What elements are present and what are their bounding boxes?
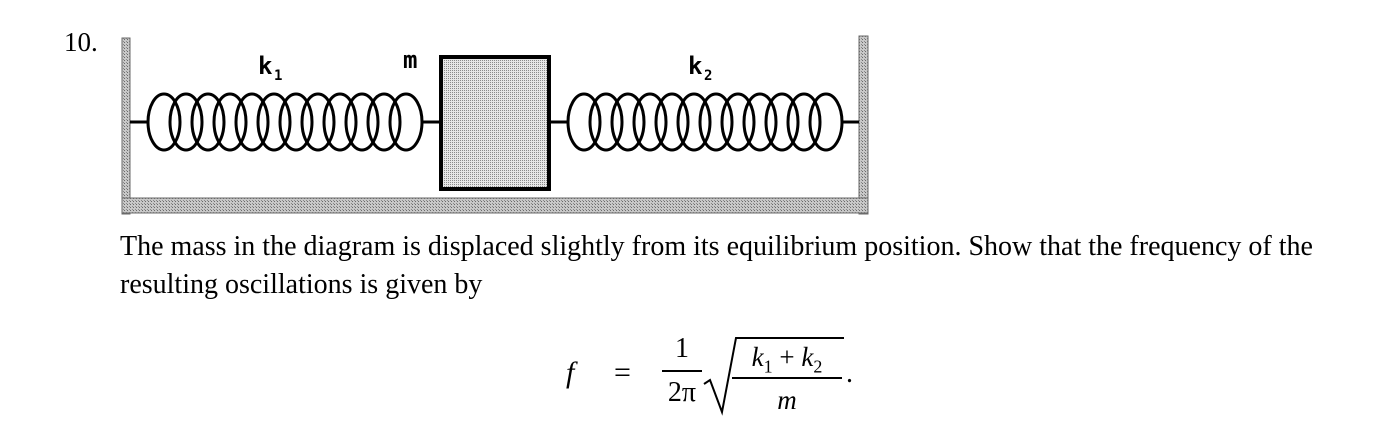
k1-symbol: k [751,342,764,372]
problem-statement: The mass in the diagram is displaced sli… [120,231,1313,300]
k2-symbol: k [801,342,814,372]
coefficient-numerator: 1 [675,333,689,364]
plus-operator: + [772,342,802,372]
left-wall [121,37,131,215]
spring-mass-figure: k 1 m k 2 [121,35,869,215]
radicand-fraction: k1 + k2 m [732,340,842,417]
square-root-sign [703,337,844,416]
label-k1: k [258,52,273,80]
spring-k2 [549,92,859,152]
k1-subscript: 1 [763,356,773,377]
formula-lhs: f [566,356,575,389]
floor [121,197,869,214]
coefficient-bar [662,370,702,372]
spring-k1 [130,92,440,152]
radicand-numerator: k1 + k2 [732,340,842,377]
formula-period: . [846,358,853,389]
right-wall [858,35,869,215]
label-mass: m [403,46,417,74]
k2-subscript: 2 [813,356,823,377]
coefficient-fraction: 1 2π [662,330,702,412]
radicand-bar [732,377,842,379]
label-k1-subscript: 1 [274,68,282,84]
coefficient-denominator: 2π [667,377,697,408]
label-k2: k [688,52,703,80]
spring-mass-diagram: k 1 m k 2 [118,30,878,216]
mass-block [439,55,551,191]
formula-equals: = [614,356,631,389]
question-number: 10. [64,27,98,57]
label-k2-subscript: 2 [704,68,712,84]
radicand-denominator: m [777,385,797,415]
